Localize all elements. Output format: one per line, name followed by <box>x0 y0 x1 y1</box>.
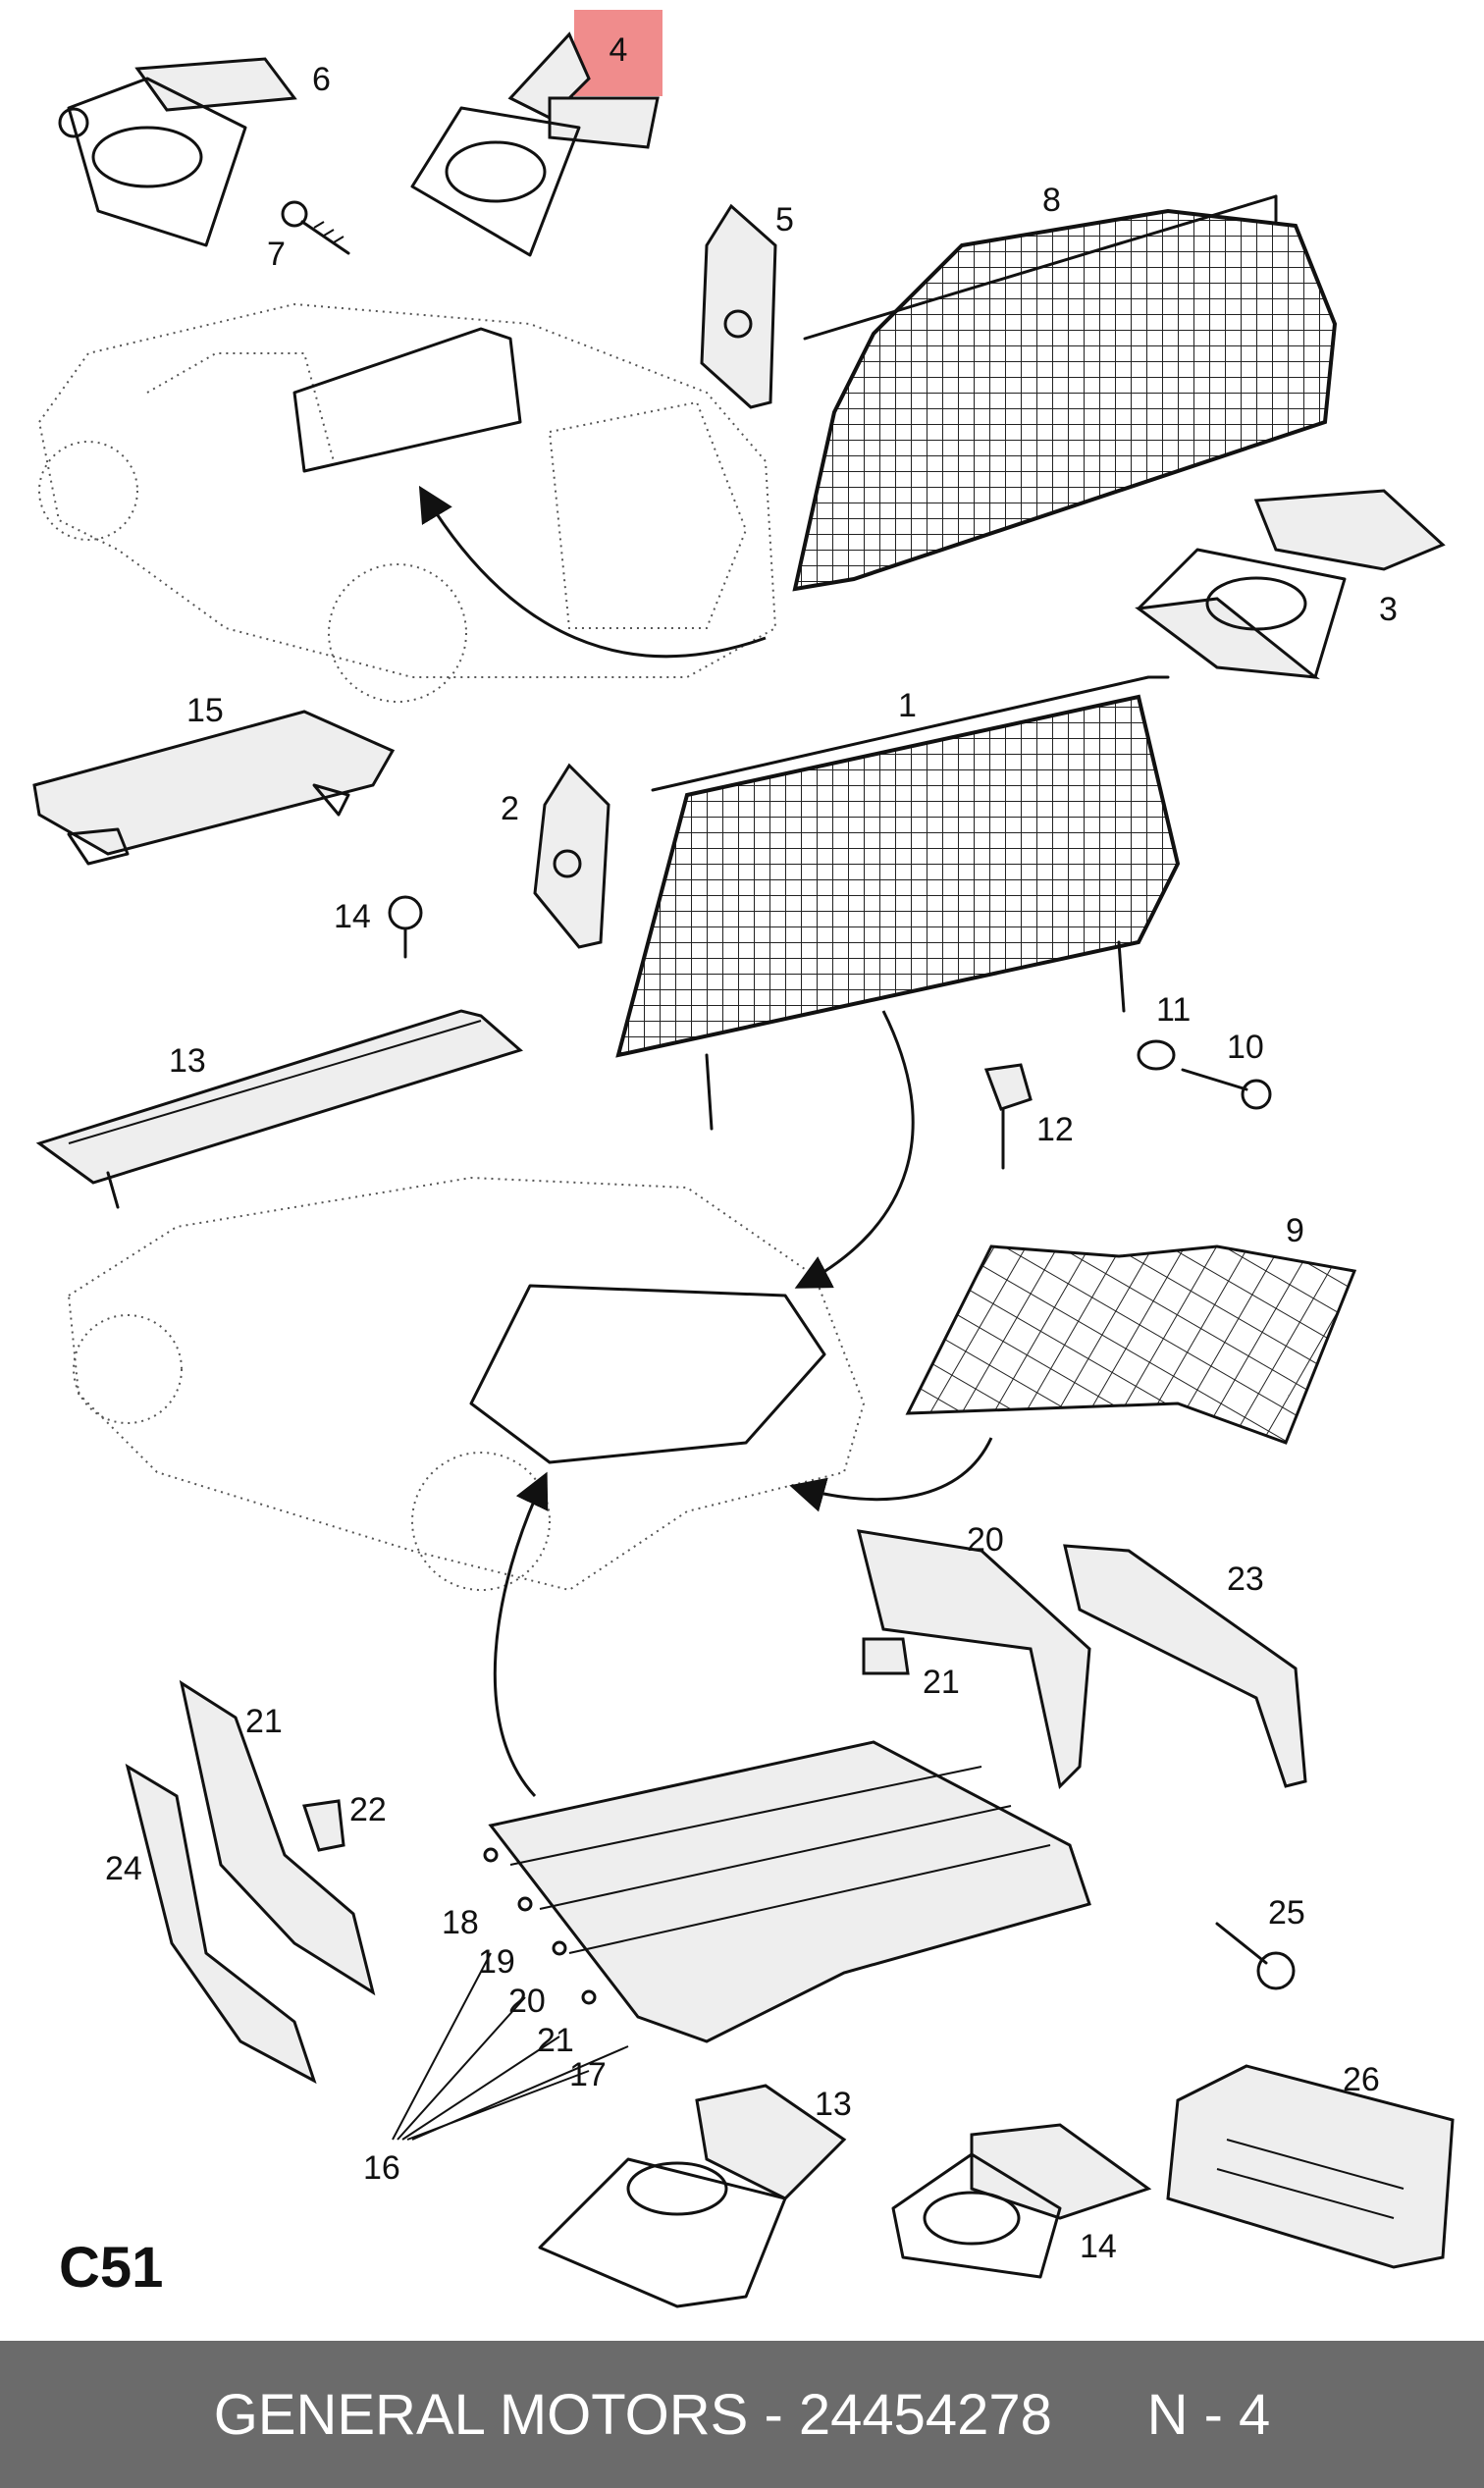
part-6-lamp <box>58 57 297 247</box>
callout-9: 5 <box>775 201 794 238</box>
callout-3: 2 <box>501 790 519 827</box>
callout-11: 11 <box>1156 991 1191 1029</box>
callout-21a: 19 <box>478 1943 515 1981</box>
part-30-bracket <box>1166 2064 1455 2269</box>
part-28-pillar <box>125 1763 317 2085</box>
car-upper-outline <box>37 302 777 703</box>
callout-16: 14 <box>334 898 371 935</box>
highlight-box <box>574 10 662 96</box>
part-11-washer <box>1137 1039 1176 1071</box>
diagram-code: C51 <box>59 2236 163 2300</box>
callout-12: 12 <box>1036 1111 1074 1148</box>
callout-4: 4 <box>610 31 628 69</box>
callout-6: 6 <box>312 61 331 98</box>
callout-7: 7 <box>267 236 286 273</box>
car-lower-outline <box>67 1010 993 1798</box>
leader-lines-18 <box>392 1952 629 2141</box>
callout-5: 3 <box>1379 591 1398 628</box>
part-17-cover <box>32 710 396 866</box>
callout-23: 20 <box>967 1521 1004 1559</box>
part-29-screw <box>1215 1922 1296 1990</box>
part-10-screw <box>1181 1068 1272 1110</box>
callout-25: 21 <box>923 1664 960 1701</box>
callout-27: 23 <box>1227 1561 1264 1598</box>
callout-2: 1 <box>898 687 917 724</box>
callout-13: 13 <box>815 2086 852 2123</box>
callout-22: 21 <box>537 2022 574 2059</box>
callout-10: 10 <box>1227 1029 1264 1066</box>
parts-diagram: 4 6 7 5 8 <box>32 10 1455 2308</box>
part-24-pillar <box>179 1679 376 1996</box>
part-14-lamp <box>891 2123 1152 2279</box>
part-23-trim <box>856 1529 1091 1790</box>
footer-bar: GENERAL MOTORS - 24454278 N - 4 <box>0 2341 1484 2488</box>
callout-15: 13 <box>169 1042 206 1080</box>
part-16-screw <box>388 895 423 959</box>
part-5-lamp <box>1135 489 1446 679</box>
callout-28: 24 <box>105 1850 142 1887</box>
part-7-screw <box>281 200 350 255</box>
callout-8: 8 <box>1042 182 1061 219</box>
part-8-cargo-net <box>792 194 1338 592</box>
part-19-luggage-cover <box>483 1740 1091 2043</box>
callout-26: 22 <box>349 1791 387 1828</box>
callout-21b: 20 <box>508 1983 546 2020</box>
callout-29: 25 <box>1268 1894 1305 1932</box>
callout-1: 9 <box>1286 1212 1304 1249</box>
part-1-net <box>905 1244 1357 1445</box>
callout-18: 16 <box>363 2149 400 2187</box>
callout-17: 15 <box>186 692 224 729</box>
part-26-clip <box>302 1799 345 1852</box>
part-27-trim <box>1063 1544 1307 1788</box>
callout-19: 17 <box>569 2056 607 2093</box>
part-15-panel <box>35 1009 524 1209</box>
part-13-lamp <box>538 2084 847 2308</box>
part-2-cargo-net <box>615 675 1181 1131</box>
part-12-stud <box>983 1063 1033 1170</box>
part-4-lamp <box>410 31 660 257</box>
part-25-clip <box>862 1637 910 1675</box>
part-3-bracket <box>533 763 610 949</box>
callout-20: 18 <box>442 1904 479 1941</box>
part-9-bracket <box>700 203 777 409</box>
callout-14: 14 <box>1080 2228 1117 2265</box>
callout-30: 26 <box>1343 2061 1380 2098</box>
footer-text: GENERAL MOTORS - 24454278 N - 4 <box>213 2382 1271 2447</box>
callout-24: 21 <box>245 1703 283 1740</box>
